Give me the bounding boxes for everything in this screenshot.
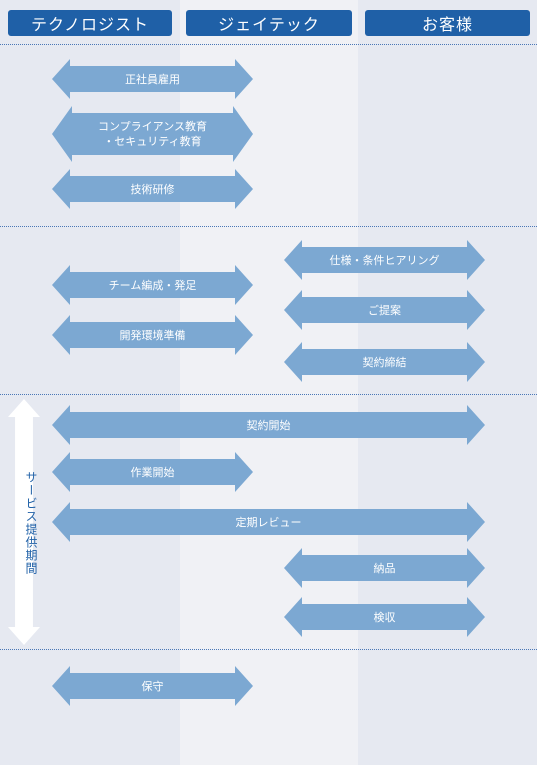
step-acceptance: 検収 — [284, 597, 485, 637]
divider — [0, 44, 537, 45]
step-compliance-security-training: コンプライアンス教育 ・セキュリティ教育 — [52, 106, 253, 162]
step-technical-training: 技術研修 — [52, 169, 253, 209]
header-technologist: テクノロジスト — [8, 10, 172, 36]
step-dev-environment: 開発環境準備 — [52, 315, 253, 355]
step-team-formation: チーム編成・発足 — [52, 265, 253, 305]
divider — [0, 649, 537, 650]
step-specification-hearing: 仕様・条件ヒアリング — [284, 240, 485, 280]
service-period-label: サービス提供期間 — [24, 471, 38, 575]
step-proposal: ご提案 — [284, 290, 485, 330]
step-contract-start: 契約開始 — [52, 405, 485, 445]
step-regular-review: 定期レビュー — [52, 502, 485, 542]
step-work-start: 作業開始 — [52, 452, 253, 492]
step-maintenance: 保守 — [52, 666, 253, 706]
service-period-arrow: サービス提供期間 — [8, 399, 40, 645]
header-jtec: ジェイテック — [186, 10, 352, 36]
header-customer: お客様 — [365, 10, 530, 36]
divider — [0, 226, 537, 227]
step-delivery: 納品 — [284, 548, 485, 588]
divider — [0, 394, 537, 395]
step-full-time-employment: 正社員雇用 — [52, 59, 253, 99]
column-customer-bg — [358, 0, 537, 765]
step-contract-signing: 契約締結 — [284, 342, 485, 382]
